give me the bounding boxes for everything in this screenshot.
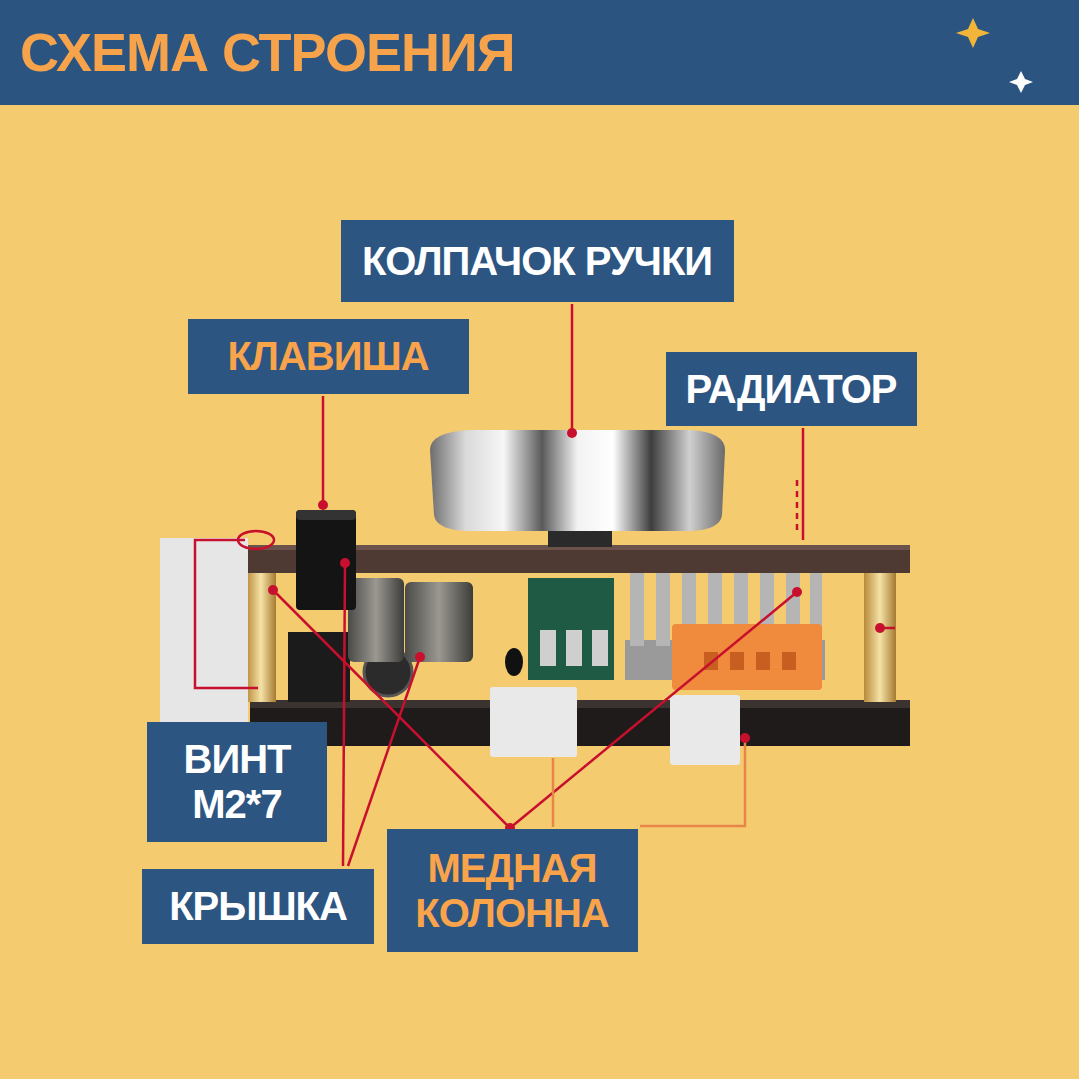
fin <box>656 566 670 646</box>
leader-line <box>510 592 797 828</box>
leader-dots <box>268 428 885 833</box>
leader-dot <box>567 428 577 438</box>
leader-dot <box>792 587 802 597</box>
key-top <box>296 510 356 520</box>
leader-dot <box>415 652 425 662</box>
part-label: РАДИАТОР <box>686 367 897 412</box>
leader-line <box>552 758 555 827</box>
transistor <box>505 648 523 676</box>
screw-mark <box>238 531 274 549</box>
leader-lines <box>553 740 745 827</box>
page-title: СХЕМА СТРОЕНИЯ <box>20 22 515 82</box>
module-pin <box>566 630 582 666</box>
screw-placeholder <box>160 538 248 722</box>
label-box: РАДИАТОР <box>666 352 917 426</box>
usb-contact <box>730 652 744 670</box>
usb-contact <box>756 652 770 670</box>
capacitor <box>348 578 404 662</box>
bottom-board <box>250 700 910 746</box>
leader-line <box>640 740 745 826</box>
star <box>1009 71 1033 93</box>
audio-jack <box>288 632 350 702</box>
leader-dot <box>268 585 278 595</box>
screw-bracket <box>195 540 258 688</box>
part-label: КРЫШКА <box>169 884 347 929</box>
label-box: КРЫШКА <box>142 869 374 944</box>
leader-dot <box>340 558 350 568</box>
copper-standoff <box>864 568 896 702</box>
part-label: ВИНТ M2*7 <box>161 737 313 827</box>
label-box: МЕДНАЯ КОЛОННА <box>387 829 638 952</box>
label-box: КЛАВИША <box>188 319 469 394</box>
leader-line <box>343 563 345 866</box>
key-button <box>296 510 356 610</box>
green-module <box>528 578 614 680</box>
standoff-placeholder <box>490 687 577 757</box>
leader-dot <box>318 500 328 510</box>
leader-line <box>802 428 805 540</box>
leader-line <box>322 396 325 505</box>
part-label: КОЛПАЧОК РУЧКИ <box>362 239 712 284</box>
part-label: МЕДНАЯ КОЛОННА <box>401 846 624 936</box>
standoff-placeholder <box>670 695 740 765</box>
usb-contact <box>782 652 796 670</box>
module-pin <box>592 630 608 666</box>
leader-dot <box>740 733 750 743</box>
leader-line <box>571 304 574 433</box>
star <box>956 18 990 48</box>
module-pin <box>540 630 556 666</box>
part-label: КЛАВИША <box>227 334 428 379</box>
leader-line <box>796 480 799 530</box>
knob-cap <box>430 430 725 531</box>
label-box: ВИНТ M2*7 <box>147 722 327 842</box>
fin <box>630 566 644 646</box>
label-box: КОЛПАЧОК РУЧКИ <box>341 220 734 302</box>
leader-dot <box>875 623 885 633</box>
capacitor <box>405 582 473 662</box>
